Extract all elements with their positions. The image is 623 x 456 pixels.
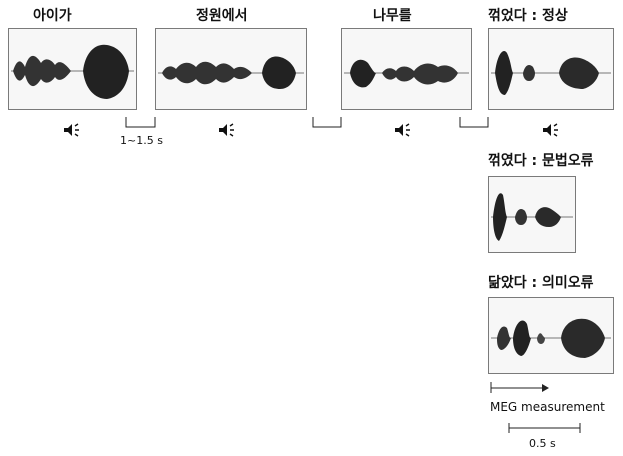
speaker-icon [543, 123, 558, 137]
speaker-icon [395, 123, 410, 137]
word-label-2: 정원에서 [196, 8, 248, 24]
time-scale-label: 0.5 s [529, 437, 556, 450]
waveform-5-syntax-error [491, 193, 573, 241]
waveform-panel-1 [8, 28, 137, 110]
waveform-2 [158, 56, 304, 89]
waveform-panel-5-syntax-error [488, 176, 576, 253]
waveform-panel-6-semantic-error [488, 297, 614, 374]
word-label-1: 아이가 [33, 8, 72, 24]
speaker-icon [219, 123, 234, 137]
word-label-4-normal: 꺾었다 : 정상 [488, 8, 568, 24]
waveform-4-normal [491, 51, 611, 95]
word-label-6-semantic-error: 닮았다 : 의미오류 [488, 275, 594, 291]
isi-label: 1~1.5 s [120, 134, 163, 147]
speaker-icon [64, 123, 79, 137]
waveform-panel-3 [341, 28, 472, 110]
waveform-3 [344, 59, 469, 88]
waveform-1 [11, 44, 134, 99]
word-label-5-syntax-error: 꺾였다 : 문법오류 [488, 153, 594, 169]
word-label-3: 나무를 [373, 8, 412, 24]
waveform-panel-2 [155, 28, 307, 110]
waveform-panel-4-normal [488, 28, 614, 110]
waveform-6-semantic-error [491, 318, 611, 358]
meg-measurement-label: MEG measurement [490, 400, 605, 414]
